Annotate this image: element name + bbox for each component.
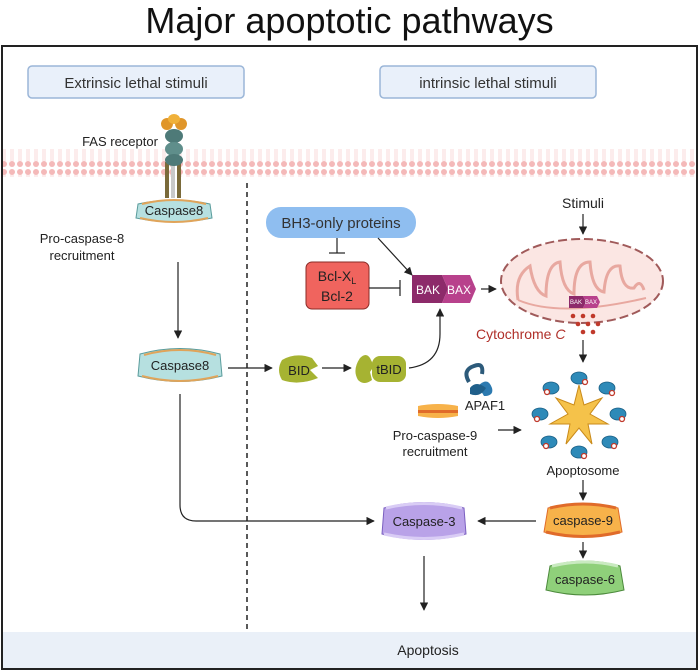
bcl2-label: Bcl-2 [321, 288, 353, 304]
procaspase9-icon [418, 404, 458, 418]
extrinsic-header-box [27, 65, 245, 99]
procaspase9-label-line1: Pro-caspase-9 [393, 428, 478, 443]
mito-bax-label: BAX [585, 300, 597, 306]
caspase9-label: caspase-9 [553, 513, 613, 528]
procaspase9-label-line2: recruitment [402, 444, 467, 459]
caspase6-label: caspase-6 [555, 572, 615, 587]
caspase8-mid-icon [137, 348, 223, 382]
bcl-box [305, 261, 370, 310]
stimuli-label: Stimuli [562, 195, 604, 211]
mitochondria-icon [500, 238, 664, 324]
caspase3-label: Caspase-3 [393, 514, 456, 529]
arrow-tbid-bak [408, 308, 445, 369]
bax-label: BAX [447, 283, 471, 297]
arrow-casp8-casp3 [179, 394, 375, 526]
mito-bak-label: BAK [570, 300, 582, 306]
caspase8-top-label: Caspase8 [145, 203, 204, 218]
bid-icon [279, 355, 318, 383]
intrinsic-header-box [379, 65, 597, 99]
caspase8-mid-label: Caspase8 [151, 358, 210, 373]
procaspase8-label-line2: recruitment [49, 248, 114, 263]
fas-receptor-icon [161, 114, 187, 198]
bh3-only-label: BH3-only proteins [281, 215, 400, 232]
extrinsic-header: Extrinsic lethal stimuli [64, 75, 207, 92]
bclxl-label: Bcl-XL [318, 268, 356, 286]
apoptosome-label: Apoptosome [547, 463, 620, 478]
tbid-icon [355, 355, 406, 383]
bak-label: BAK [416, 283, 440, 297]
bid-label: BID [288, 363, 310, 378]
cytochrome-c-dots [570, 313, 601, 335]
intrinsic-header: intrinsic lethal stimuli [419, 75, 557, 92]
caspase8-top-icon [135, 199, 213, 223]
apaf1-icon [464, 363, 493, 396]
fas-receptor-label: FAS receptor [82, 134, 159, 149]
apoptosis-bar [3, 632, 696, 668]
bak-bax-icon [412, 275, 476, 303]
procaspase8-label-line1: Pro-caspase-8 [40, 231, 125, 246]
page-title: Major apoptotic pathways [145, 0, 553, 41]
bh3-only-box [266, 207, 416, 238]
apoptosis-label: Apoptosis [397, 642, 458, 658]
caspase3-icon [381, 502, 467, 540]
cytochrome-label: Cytochrome C [476, 326, 566, 342]
cell-membrane [3, 149, 696, 177]
tbid-label: tBID [376, 362, 401, 377]
caspase9-icon [543, 502, 623, 538]
arrow-bh3-bak [377, 237, 413, 276]
caspase6-icon [545, 560, 625, 596]
apoptosome-icon [531, 371, 627, 460]
apaf1-label: APAF1 [465, 398, 505, 413]
